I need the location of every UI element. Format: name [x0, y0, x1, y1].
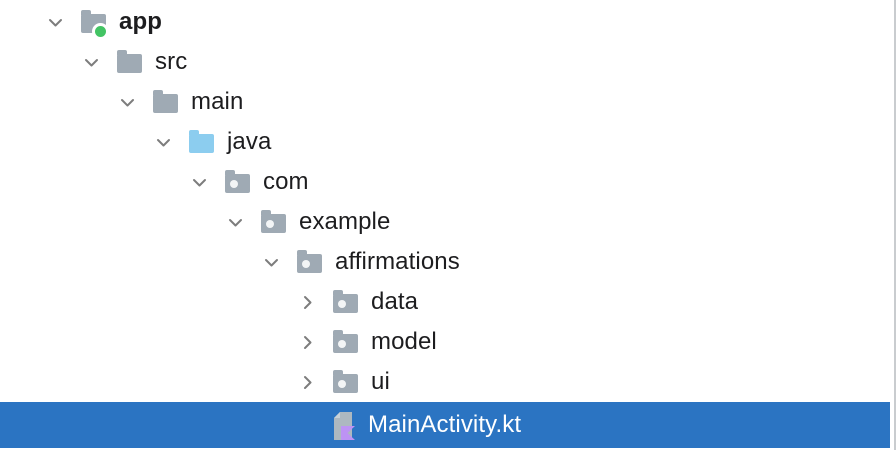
tree-row[interactable]: app [0, 2, 890, 42]
tree-row[interactable]: affirmations [0, 242, 890, 282]
tree-item-label: main [191, 88, 244, 115]
chevron-down-icon[interactable] [115, 92, 139, 112]
tree-row[interactable]: java [0, 122, 890, 162]
tree-row[interactable]: data [0, 282, 890, 322]
folder-icon [117, 50, 142, 73]
chevron-right-icon[interactable] [295, 292, 319, 312]
chevron-spacer [295, 415, 319, 435]
tree-row[interactable]: ui [0, 362, 890, 402]
chevron-right-icon[interactable] [295, 332, 319, 352]
chevron-down-icon[interactable] [151, 132, 175, 152]
tree-item-label: example [299, 208, 391, 235]
tree-row[interactable]: com [0, 162, 890, 202]
package-icon [333, 370, 358, 393]
tree-row[interactable]: MainActivity.kt [0, 402, 890, 448]
folder-icon [153, 90, 178, 113]
chevron-down-icon[interactable] [79, 52, 103, 72]
chevron-right-icon[interactable] [295, 372, 319, 392]
tree-item-label: affirmations [335, 248, 460, 275]
tree-item-label: ui [371, 368, 390, 395]
tree-item-label: data [371, 288, 419, 315]
chevron-down-icon[interactable] [43, 12, 67, 32]
tree-row[interactable]: example [0, 202, 890, 242]
tree-item-label: model [371, 328, 437, 355]
package-icon [297, 250, 322, 273]
package-icon [261, 210, 286, 233]
tree-item-label: java [227, 128, 272, 155]
tree-item-label: com [263, 168, 309, 195]
tree-item-label: src [155, 48, 188, 75]
tree-item-label: app [119, 8, 162, 35]
module-status-dot [92, 23, 109, 40]
module-folder-icon [81, 10, 109, 40]
package-icon [225, 170, 250, 193]
kotlin-file-icon [319, 410, 355, 441]
tree-row[interactable]: main [0, 82, 890, 122]
tree-row[interactable]: model [0, 322, 890, 362]
tree-item-label: MainActivity.kt [368, 411, 522, 438]
package-icon [333, 330, 358, 353]
source-folder-icon [189, 130, 214, 153]
chevron-down-icon[interactable] [223, 212, 247, 232]
chevron-down-icon[interactable] [187, 172, 211, 192]
package-icon [333, 290, 358, 313]
tree-row[interactable]: src [0, 42, 890, 82]
chevron-down-icon[interactable] [259, 252, 283, 272]
